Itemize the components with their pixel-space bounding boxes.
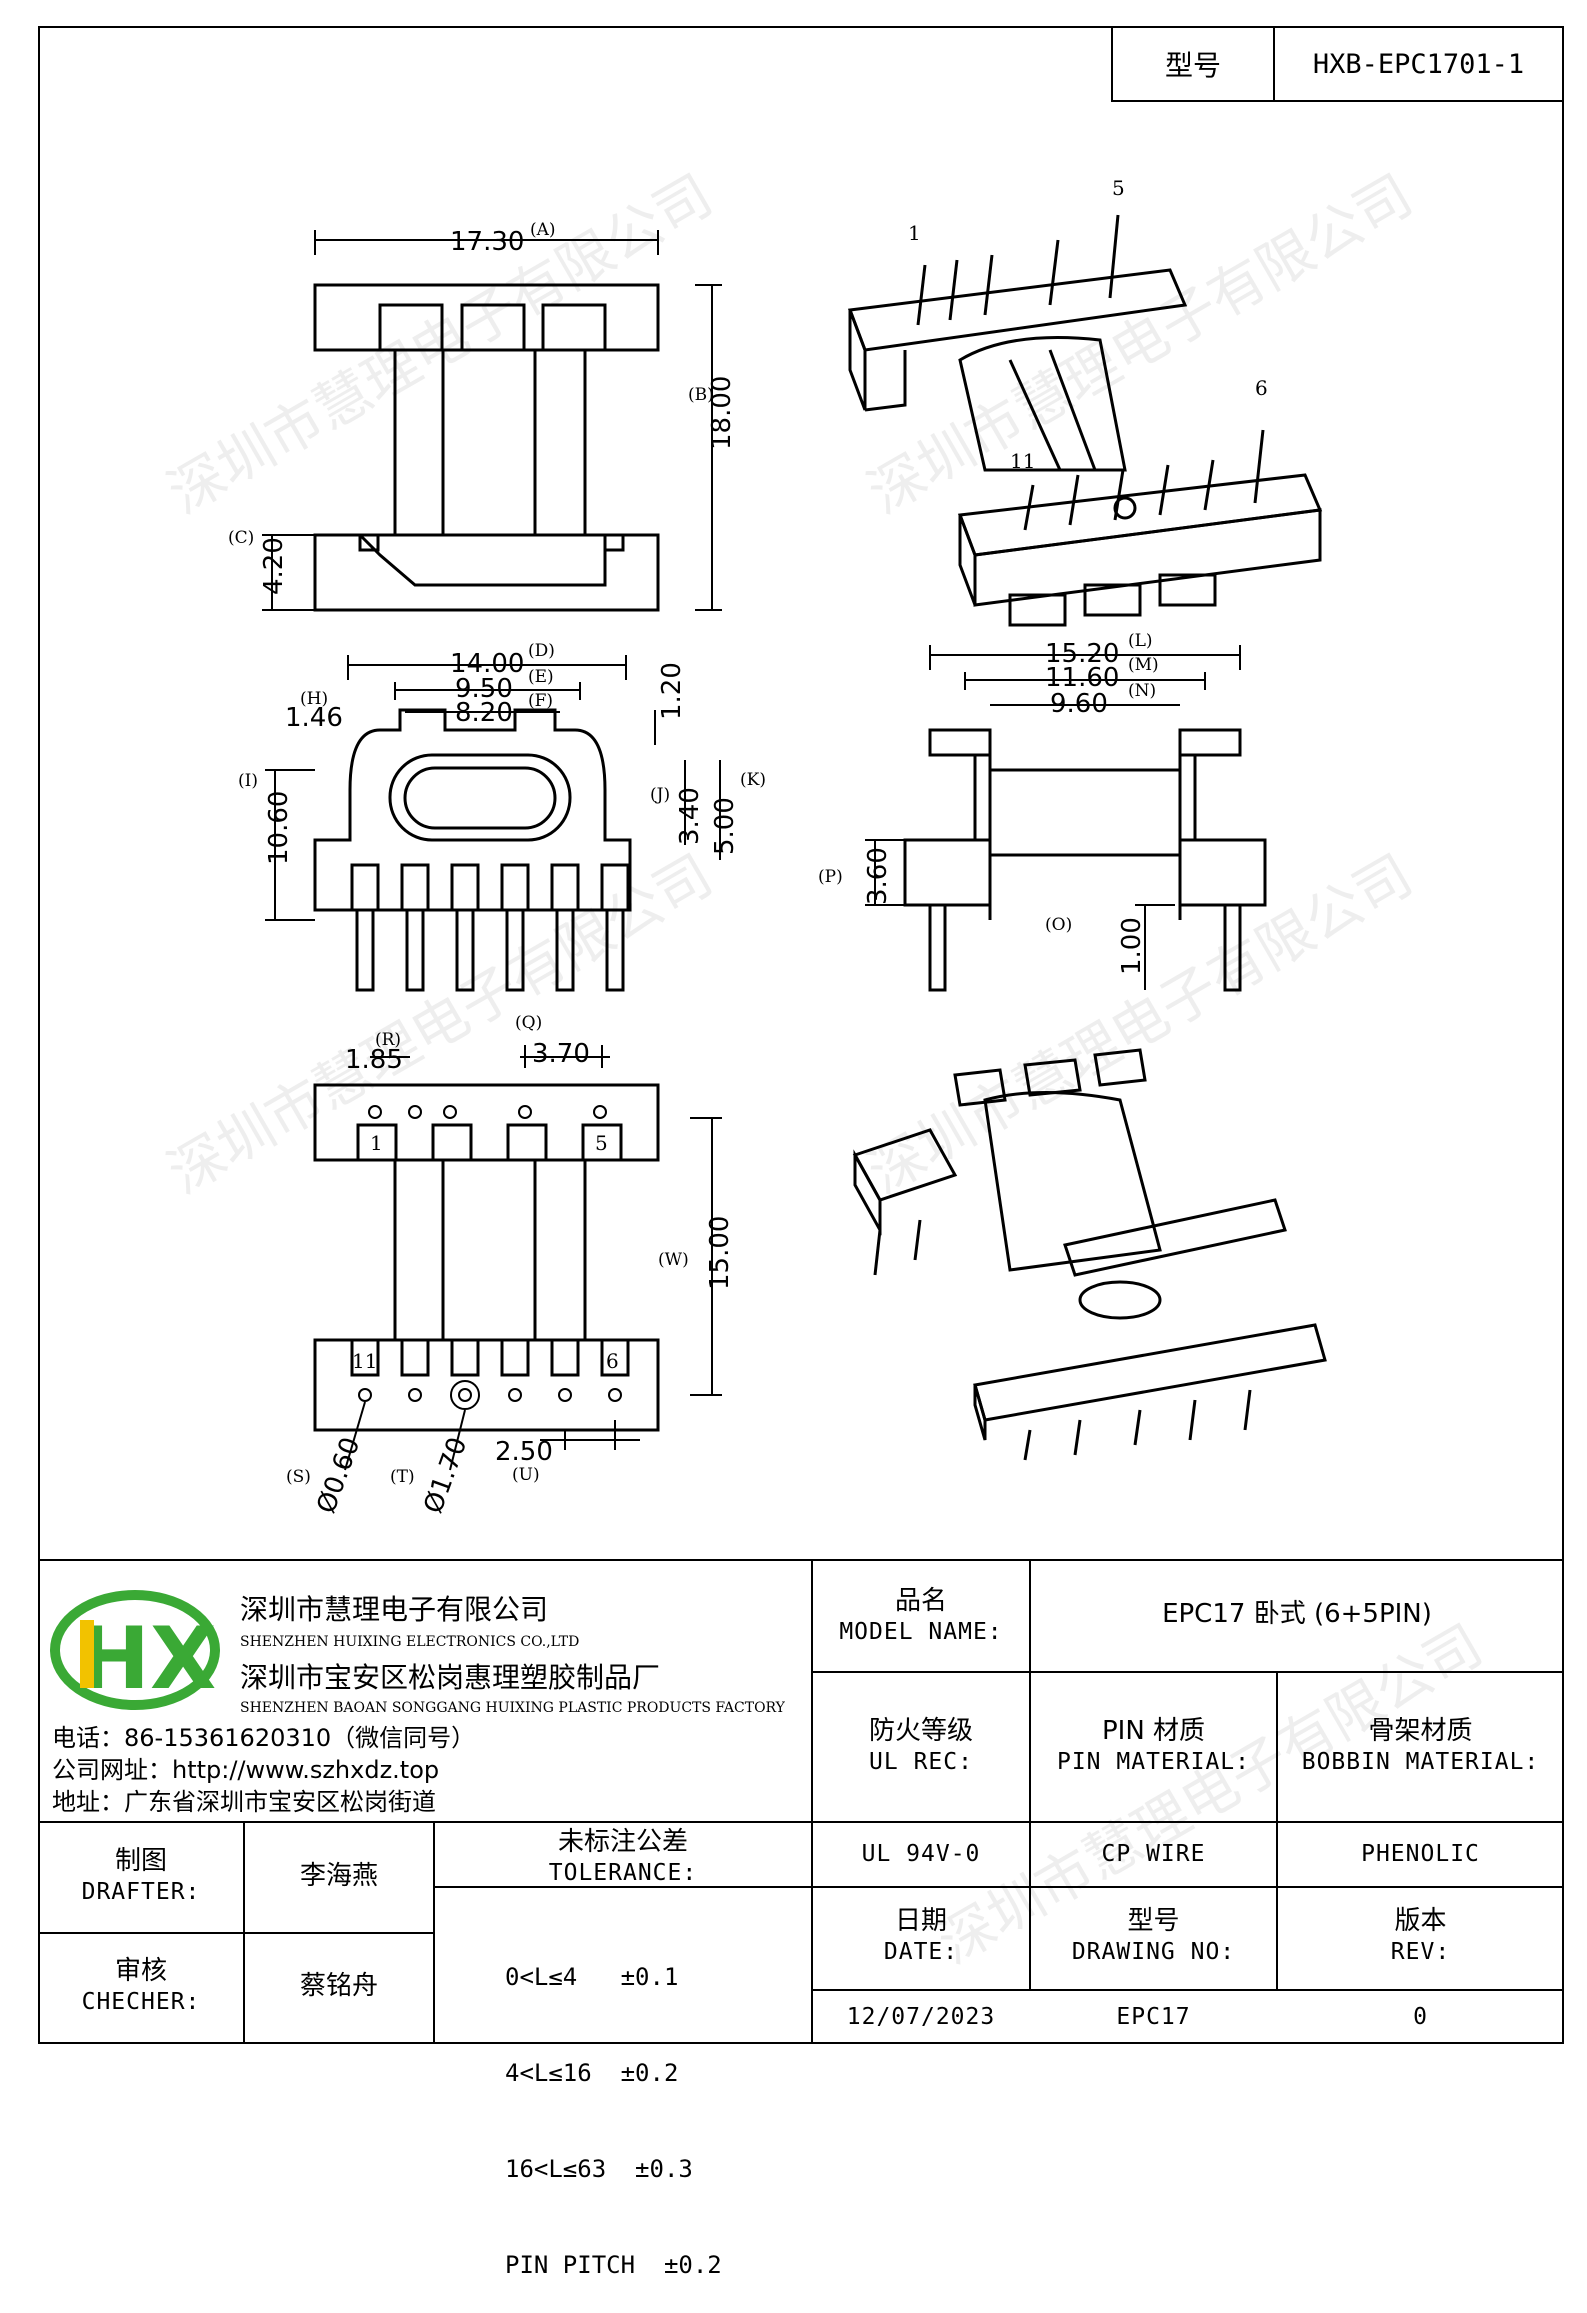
- tag-a: (A): [530, 220, 556, 240]
- date-value: 12/07/2023: [846, 2004, 996, 2030]
- company-name-cn-2: 深圳市宝安区松岗惠理塑胶制品厂: [240, 1661, 661, 1694]
- pin-material-value: CP WIRE: [1101, 1841, 1206, 1867]
- dim-u: 2.50: [495, 1437, 553, 1467]
- tag-s: (S): [286, 1467, 311, 1487]
- company-contact: 电话：86-15361620310（微信同号） 公司网址：http://www.…: [52, 1722, 475, 1818]
- tag-k: (K): [740, 770, 766, 790]
- drafter-label: 制图 DRAFTER:: [81, 1846, 201, 1905]
- dim-h: 1.46: [285, 703, 343, 733]
- dim-d: 14.00: [450, 649, 524, 679]
- tag-r: (R): [375, 1030, 401, 1050]
- drawing-no-value: EPC17: [1116, 2004, 1191, 2030]
- model-label: 型号: [1113, 28, 1275, 100]
- rev-label: 版本 REV:: [1390, 1906, 1451, 1965]
- ul-rec-value: UL 94V-0: [861, 1841, 981, 1867]
- tag-o: (O): [1045, 915, 1072, 935]
- tag-t: (T): [390, 1467, 415, 1487]
- dim-n: 9.60: [1050, 689, 1108, 719]
- company-name-cn-1: 深圳市慧理电子有限公司: [240, 1593, 549, 1626]
- tag-c: (C): [228, 528, 254, 548]
- pin-material-label: PIN 材质 PIN MATERIAL:: [1056, 1716, 1250, 1775]
- tag-p: (P): [818, 867, 843, 887]
- company-phone: 电话：86-15361620310（微信同号）: [52, 1724, 476, 1752]
- company-logo: HX: [50, 1590, 220, 1710]
- dim-m: 11.60: [1045, 663, 1119, 693]
- pin-label: 1: [908, 221, 921, 245]
- tolerance-row: PIN PITCH ±0.2: [505, 2251, 722, 2279]
- top-view: [313, 283, 660, 612]
- dim-r: 1.85: [345, 1045, 403, 1075]
- tolerance-row: 4<L≤16 ±0.2: [505, 2059, 679, 2087]
- drawing-no-label: 型号 DRAWING NO:: [1071, 1906, 1236, 1965]
- company-name-en-1: SHENZHEN HUIXING ELECTRONICS CO.,LTD: [240, 1634, 580, 1650]
- company-website[interactable]: 公司网址：http://www.szhxdz.top: [52, 1756, 440, 1784]
- dim-t: Ø1.70: [418, 1433, 473, 1517]
- dim-e: 9.50: [455, 674, 513, 704]
- side-view: [903, 728, 1267, 992]
- drawing-sheet-border: [38, 26, 1564, 2044]
- model-value: HXB-EPC1701-1: [1312, 48, 1525, 80]
- technical-drawing: 17.30 (A) 18.00 (B) 4.20 (C) 14.00 (D) 9…: [38, 176, 1564, 2044]
- tag-d: (D): [528, 641, 555, 661]
- tolerance-label: 未标注公差 TOLERANCE:: [548, 1827, 698, 1886]
- dim-j: 3.40: [675, 787, 705, 845]
- tag-h: (H): [300, 689, 328, 709]
- tag-u: (U): [512, 1465, 540, 1485]
- tolerance-row: 0<L≤4 ±0.1: [505, 1963, 679, 1991]
- dim-c: 4.20: [259, 537, 289, 595]
- pin-label: 6: [1255, 376, 1268, 400]
- dim-p: 3.60: [863, 847, 893, 905]
- checker-name: 蔡铭舟: [299, 1971, 378, 2001]
- tag-n: (N): [1128, 681, 1156, 701]
- tag-m: (M): [1128, 655, 1159, 675]
- pin-label: 1: [370, 1131, 383, 1155]
- tag-e: (E): [528, 667, 554, 687]
- tag-i: (I): [238, 771, 258, 791]
- model-number-box: 型号 HXB-EPC1701-1: [1111, 26, 1564, 102]
- tolerance-table: 0<L≤4 ±0.1 4<L≤16 ±0.2 16<L≤63 ±0.3 PIN …: [505, 1897, 722, 2313]
- dim-w: 15.00: [705, 1216, 735, 1290]
- company-name-en-2: SHENZHEN BAOAN SONGGANG HUIXING PLASTIC …: [240, 1700, 785, 1716]
- company-address: 地址：广东省深圳市宝安区松岗街道: [52, 1788, 436, 1816]
- pin-label: 5: [595, 1131, 608, 1155]
- svg-text:HX: HX: [78, 1609, 216, 1709]
- tag-q: (Q): [515, 1013, 542, 1033]
- model-name-value: EPC17 卧式 (6+5PIN): [1162, 1599, 1432, 1629]
- tag-b: (B): [688, 385, 714, 405]
- tolerance-row: 16<L≤63 ±0.3: [505, 2155, 693, 2183]
- rev-value: 0: [1413, 2004, 1428, 2030]
- tag-w: (W): [658, 1250, 689, 1270]
- dim-a: 17.30: [450, 227, 524, 257]
- dim-q: 3.70: [532, 1039, 590, 1069]
- title-block-grid: [38, 1559, 1564, 2044]
- bottom-view: [313, 1083, 660, 1432]
- drafter-name: 李海燕: [299, 1861, 378, 1891]
- ul-rec-label: 防火等级 UL REC:: [868, 1716, 973, 1775]
- pin-label: 5: [1112, 176, 1125, 200]
- bobbin-material-label: 骨架材质 BOBBIN MATERIAL:: [1301, 1716, 1540, 1775]
- dim-l: 15.20: [1045, 639, 1119, 669]
- tag-f: (F): [528, 691, 553, 711]
- checker-label: 审核 CHECHER:: [81, 1956, 201, 2015]
- pin-label: 11: [352, 1349, 377, 1373]
- dim-i: 10.60: [264, 791, 294, 865]
- pin-label: 11: [1010, 449, 1035, 473]
- model-name-label: 品名 MODEL NAME:: [839, 1586, 1003, 1645]
- dim-o: 1.00: [1117, 917, 1147, 975]
- iso-view-top: [847, 214, 1323, 627]
- dim-g: 1.20: [657, 662, 687, 720]
- dim-s: Ø0.60: [311, 1433, 366, 1517]
- dim-f: 8.20: [455, 698, 513, 728]
- front-view: [313, 708, 632, 992]
- pin-label: 6: [606, 1349, 619, 1373]
- tag-l: (L): [1128, 631, 1153, 651]
- tag-j: (J): [650, 785, 670, 805]
- dim-k: 5.00: [710, 797, 740, 855]
- bobbin-material-value: PHENOLIC: [1361, 1841, 1480, 1867]
- dim-b: 18.00: [707, 376, 737, 450]
- date-label: 日期 DATE:: [883, 1906, 959, 1965]
- iso-view-bottom: [852, 1048, 1327, 1461]
